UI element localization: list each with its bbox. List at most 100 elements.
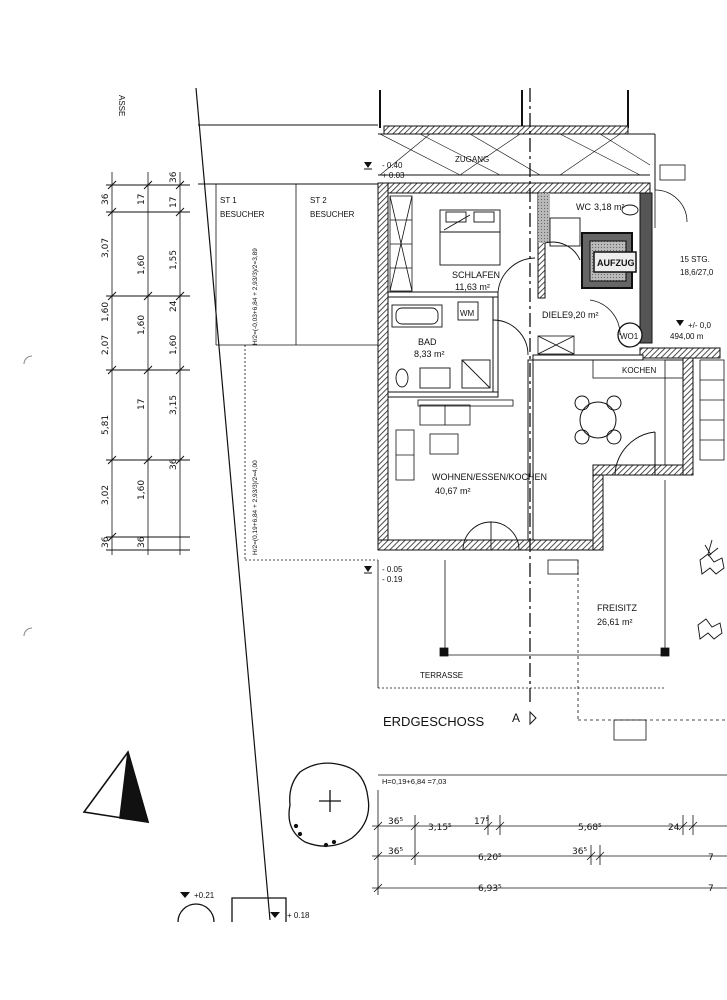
- height-formula-1: H/2=(-0,03+6,84 + 2,93/3)/2=3,89: [252, 248, 259, 345]
- dimension-labels-col2: 17 1,60 1,60 17 1,60 36: [137, 194, 147, 548]
- dimension-chains-bottom: [372, 790, 727, 895]
- kitchen-label: KOCHEN: [622, 366, 656, 375]
- room-wc-name: WC: [576, 202, 591, 212]
- stall-2-label: ST 2: [310, 196, 327, 205]
- wc-fixtures: [544, 204, 639, 261]
- north-arrow: [82, 750, 150, 823]
- wm-label: WM: [460, 309, 475, 318]
- svg-text:+ 0.03: + 0.03: [382, 171, 405, 180]
- access-label: ZUGANG: [455, 155, 489, 164]
- svg-text:1,60: 1,60: [169, 335, 179, 355]
- elevator-label-box: [593, 251, 637, 273]
- svg-text:7: 7: [708, 853, 714, 863]
- level-marker-mid: - 0.05 - 0.19: [364, 565, 403, 584]
- living-furniture: [395, 399, 514, 481]
- svg-text:1,55: 1,55: [169, 250, 179, 270]
- property-line: [195, 87, 271, 921]
- svg-text:36⁵: 36⁵: [388, 817, 403, 827]
- svg-text:1,60: 1,60: [101, 302, 111, 322]
- wo1-label: WO1: [620, 332, 639, 341]
- svg-text:- 0.05: - 0.05: [382, 565, 403, 574]
- stairs-ratio: 18,6/27,0: [680, 268, 714, 277]
- svg-text:3,15: 3,15: [169, 395, 179, 415]
- svg-text:17: 17: [169, 197, 179, 208]
- svg-text:36: 36: [101, 536, 111, 548]
- svg-text:36⁵: 36⁵: [388, 847, 403, 857]
- terrace-label: TERRASSE: [420, 671, 463, 680]
- h-formula: H=0,19+6,84 =7,03: [382, 777, 446, 786]
- adjacent-building: [654, 164, 725, 461]
- svg-text:36: 36: [137, 536, 147, 548]
- svg-text:36: 36: [169, 458, 179, 470]
- room-wc-area: 3,18 m²: [594, 202, 625, 212]
- svg-text:1,60: 1,60: [137, 315, 147, 335]
- shrubs: [697, 539, 725, 640]
- level-marker-top: - 0.40 + 0.03: [364, 161, 405, 180]
- svg-text:17⁵: 17⁵: [474, 817, 489, 827]
- room-bad-name: BAD: [418, 337, 437, 347]
- floor-title: ERDGESCHOSS: [383, 714, 484, 729]
- svg-text:1,60: 1,60: [137, 255, 147, 275]
- wardrobe: [389, 195, 413, 292]
- dimension-labels-col1: 36 3,07 1,60 2,07 5,81 3,02 36: [101, 193, 111, 548]
- dimension-labels-col3: 36 17 1,55 24 1,60 3,15 36: [169, 171, 179, 470]
- room-labels: SCHLAFEN 11,63 m² BAD 8,33 m² WC 3,18 m²…: [414, 202, 638, 627]
- level-marker-elevator: +/- 0,0 494,00 m: [670, 320, 711, 341]
- svg-text:494,00 m: 494,00 m: [670, 332, 704, 341]
- svg-text:- 0.19: - 0.19: [382, 575, 403, 584]
- section-marker-label: A: [512, 711, 520, 725]
- kitchen-counter: [592, 359, 684, 466]
- svg-text:3,02: 3,02: [101, 485, 111, 505]
- room-freisitz-name: FREISITZ: [597, 603, 638, 613]
- svg-text:24: 24: [169, 300, 179, 312]
- tree-symbol: [288, 762, 370, 848]
- svg-text:2,07: 2,07: [101, 335, 111, 355]
- svg-text:36⁵: 36⁵: [572, 847, 587, 857]
- access-path: [198, 90, 656, 190]
- svg-text:- 0.40: - 0.40: [382, 161, 403, 170]
- svg-text:1,60: 1,60: [137, 480, 147, 500]
- bathroom-fixtures: [391, 301, 529, 389]
- room-schlafen-name: SCHLAFEN: [452, 270, 500, 280]
- svg-text:6,20⁵: 6,20⁵: [478, 853, 502, 863]
- svg-text:+/- 0,0: +/- 0,0: [688, 321, 711, 330]
- stall-1-sub: BESUCHER: [220, 210, 265, 219]
- wo1-marker: [617, 322, 643, 348]
- stairs-label: 15 STG.: [680, 255, 710, 264]
- room-wohnen-name: WOHNEN/ESSEN/KOCHEN: [432, 472, 547, 482]
- bottom-fixtures: [177, 892, 287, 923]
- dining-table: [574, 395, 656, 476]
- punch-marks: [23, 355, 33, 637]
- svg-text:7: 7: [708, 884, 714, 894]
- svg-text:36: 36: [101, 193, 111, 205]
- level-bottom-left: +0.21: [194, 891, 215, 900]
- room-schlafen-area: 11,63 m²: [455, 282, 490, 292]
- dimension-labels-bottom: 36⁵ 3,15⁵ 17⁵ 5,68⁵ 24 36⁵ 6,20⁵ 36⁵ 7 6…: [388, 817, 714, 894]
- svg-text:36: 36: [169, 171, 179, 183]
- svg-text:3,07: 3,07: [101, 238, 111, 258]
- dimension-chains-left: [106, 172, 190, 555]
- svg-text:17: 17: [137, 194, 147, 205]
- level-bottom-right: + 0.18: [287, 911, 310, 920]
- svg-text:5,81: 5,81: [101, 415, 111, 435]
- terrace: [377, 480, 727, 741]
- svg-text:6,93⁵: 6,93⁵: [478, 884, 502, 894]
- diele-cabinet: [537, 299, 621, 355]
- room-diele-area: 9,20 m²: [568, 310, 599, 320]
- svg-text:24: 24: [668, 823, 680, 833]
- svg-text:17: 17: [137, 399, 147, 410]
- height-formula-2: H/2=(0,19+6,84 + 2,93/3)/2=4,00: [252, 460, 259, 555]
- room-wohnen-area: 40,67 m²: [435, 486, 471, 496]
- street-label: ASSE: [117, 95, 126, 116]
- parking-area: [215, 184, 378, 561]
- room-freisitz-area: 26,61 m²: [597, 617, 633, 627]
- room-diele-name: DIELE: [542, 310, 568, 320]
- svg-text:3,15⁵: 3,15⁵: [428, 823, 452, 833]
- svg-text:5,68⁵: 5,68⁵: [578, 823, 602, 833]
- elevator-label: AUFZUG: [597, 258, 635, 268]
- section-line: [529, 88, 537, 726]
- stall-2-sub: BESUCHER: [310, 210, 355, 219]
- bedroom-door: [497, 257, 536, 293]
- terrace-doors: [462, 521, 520, 551]
